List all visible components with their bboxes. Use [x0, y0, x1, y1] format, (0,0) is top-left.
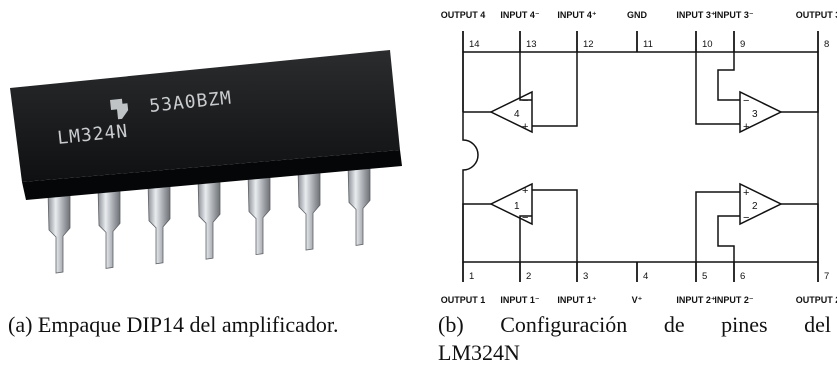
amp-4-plus-sign: +: [522, 121, 528, 133]
top-pin-label: OUTPUT 3: [796, 10, 837, 20]
amp-2-plus-sign: +: [743, 187, 749, 199]
bottom-pin-label: INPUT 1⁻: [500, 295, 540, 305]
dip14-package-photo: 53A0BZM LM324N: [0, 0, 410, 300]
top-pin-label: INPUT 4⁻: [500, 10, 540, 20]
bottom-pin-label: OUTPUT 1: [441, 295, 486, 305]
amp-2-minus-sign: −: [743, 212, 749, 224]
top-pin-number: 11: [643, 39, 653, 50]
chip-pin: [97, 184, 121, 269]
bottom-pin-label: INPUT 2⁺: [676, 295, 716, 305]
caption-b-word: pines: [721, 312, 768, 337]
top-pin-label: INPUT 4⁺: [557, 10, 597, 20]
chip-pin: [47, 189, 71, 274]
top-pin-label: OUTPUT 4: [441, 10, 486, 20]
caption-b-line1: (b) Configuración de pines del: [438, 311, 831, 338]
bottom-pin-number: 5: [702, 271, 707, 282]
caption-b-word: del: [804, 312, 831, 337]
caption-b-word: de: [663, 312, 685, 337]
top-pin-number: 12: [583, 39, 594, 50]
top-pin-label: INPUT 3⁺: [676, 10, 716, 20]
package-outline: [462, 51, 819, 263]
amp-2-number: 2: [752, 201, 758, 212]
top-pin-number: 10: [702, 39, 713, 50]
chip-pin: [197, 175, 221, 260]
amp-3-plus-sign: +: [743, 121, 749, 133]
chip-pin: [347, 161, 371, 246]
caption-b-line2: LM324N: [438, 340, 520, 365]
bottom-pin-number: 4: [643, 271, 648, 282]
amp-4-minus-sign: −: [522, 95, 528, 107]
bottom-pin-number: 1: [469, 271, 474, 282]
caption-b-word: Configuración: [500, 312, 628, 337]
amp-4-number: 4: [514, 109, 520, 120]
op-amp-2-symbol: [739, 182, 783, 226]
ti-logo-icon: [110, 98, 129, 120]
bottom-pin-label: V⁺: [632, 295, 643, 305]
chip-body-side: [22, 150, 402, 200]
top-pin-number: 9: [740, 39, 745, 50]
bottom-pin-label: INPUT 1⁺: [557, 295, 597, 305]
bottom-pin-label: INPUT 2⁻: [714, 295, 754, 305]
bottom-pin-number: 2: [526, 271, 531, 282]
top-pin-number: 8: [824, 39, 829, 50]
bottom-pin-label: OUTPUT 2: [796, 295, 837, 305]
top-pin-label: INPUT 3⁻: [714, 10, 754, 20]
bottom-pin-number: 3: [583, 271, 588, 282]
op-amp-1-symbol: [489, 182, 533, 226]
op-amp-3-symbol: [739, 90, 783, 134]
chip-body: [10, 50, 400, 182]
amp-1-minus-sign: −: [522, 212, 528, 224]
caption-b-word: (b): [438, 312, 464, 337]
amp-3-number: 3: [752, 109, 758, 120]
top-pin-number: 14: [469, 39, 480, 50]
amp-1-number: 1: [514, 201, 520, 212]
chip-pin: [247, 171, 271, 256]
caption-a: (a) Empaque DIP14 del amplificador.: [8, 312, 339, 337]
amp-1-plus-sign: +: [522, 185, 528, 197]
bottom-pin-number: 7: [824, 271, 829, 282]
chip-pin: [297, 166, 321, 251]
op-amp-4-symbol: [489, 90, 533, 134]
top-pin-label: GND: [627, 10, 648, 20]
top-pin-number: 13: [526, 39, 537, 50]
chip-pin: [147, 180, 171, 265]
amp-3-minus-sign: −: [743, 95, 749, 107]
bottom-pin-number: 6: [740, 271, 745, 282]
